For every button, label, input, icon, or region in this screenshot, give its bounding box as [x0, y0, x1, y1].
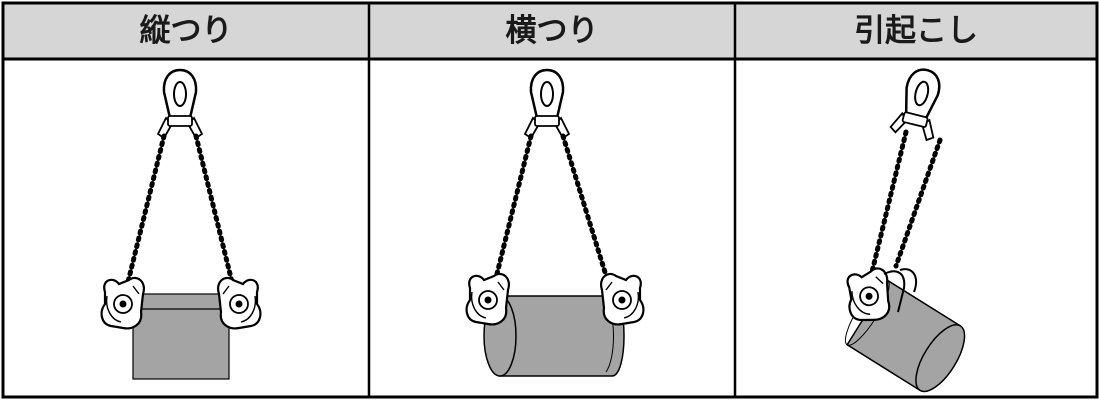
header-upending-lift: 引起こし: [854, 13, 978, 49]
table-header-row: [3, 3, 1097, 59]
header-vertical-lift: 縦つり: [139, 13, 233, 49]
header-horizontal-lift: 横つり: [505, 13, 599, 49]
horizontal-lift-clamp-illustration: [465, 68, 645, 377]
upending-lift-clamp-illustration: [842, 63, 966, 393]
vertical-lift-clamp-illustration: [100, 68, 262, 380]
lifting-method-table: 縦つり 横つり 引起こし: [3, 3, 1097, 397]
